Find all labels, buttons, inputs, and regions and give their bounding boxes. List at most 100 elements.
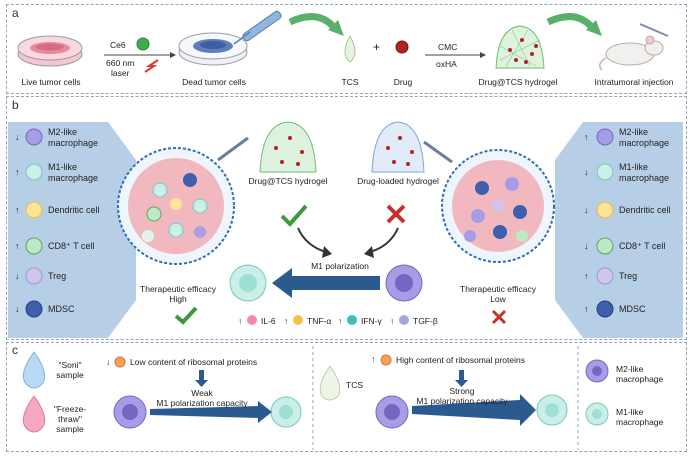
label-strong-line2: M1 polarization capacity [416,396,508,406]
label-intratumoral-injection: Intratumoral injection [594,77,674,87]
left-item-0-line2: macrophage [48,138,99,148]
label-freeze-line3: sample [56,424,84,434]
legend-m2-line1: M2-like [616,364,644,374]
label-efficacy-right-line2: Low [490,294,506,304]
label-efficacy-left-line2: High [169,294,187,304]
m1-macrophage-b [229,264,267,302]
label-drug: Drug [393,77,413,87]
panel-b-graphics [8,121,683,338]
mouse-icon [599,23,669,71]
right-item-3-line1: CD8⁺ T cell [619,241,666,251]
label-soni-line2: sample [56,370,84,380]
tcs-droplet [344,34,356,63]
legend-m2-line2: macrophage [616,374,664,384]
cytokine-arrow-3: ↑ [390,316,395,326]
label-laser-line1: 660 nm [106,58,135,68]
il6-icon [247,315,257,325]
legend-m1-icon [585,402,609,426]
right-tumor-cluster [441,149,555,263]
panel-a-graphics [17,10,669,73]
label-m1-polarization: M1 polarization [311,261,369,271]
right-item-1-line2: macrophage [619,173,670,183]
label-laser-line2: laser [111,68,130,78]
hydrogel-dome [495,25,545,69]
left-item-0-line1: M2-like [48,127,78,137]
tcs-droplet-c [319,365,341,401]
panel-b-letter: b [12,98,19,112]
left-item-4-line1: Treg [48,271,67,281]
label-hydrogel-left: Drug@TCS hydrogel [248,176,328,186]
label-plus: + [373,40,381,54]
syringe-right-icon [423,140,453,164]
label-weak-line2: M1 polarization capacity [156,398,248,408]
left-item-1-line1: M1-like [48,162,78,172]
ribosomal-protein-high-icon [380,354,392,366]
cytokine-arrow-0: ↑ [238,316,243,326]
ifn-gamma-icon [347,315,357,325]
hydrogel-dome-right [371,121,425,173]
live-petri-dish [17,35,83,67]
label-hydrogel-a: Drug@TCS hydrogel [478,77,558,87]
right-item-0-line1: M2-like [619,127,649,137]
weak-polarization-arrow [150,401,272,423]
m1-macrophage-c-right [536,394,568,426]
right-arrow-0: ↑ [584,132,589,142]
m1-macrophage-c-left [270,396,302,428]
hydrogel-dome-left [259,121,317,173]
left-tumor-cluster [117,147,235,265]
right-list-icons [596,128,614,318]
check-icon-top [280,204,308,227]
left-item-5-line1: MDSC [48,304,75,314]
pipette-icon [233,10,282,45]
left-item-2-line1: Dendritic cell [48,205,100,215]
left-item-3-line1: CD8⁺ T cell [48,241,95,251]
label-soni-line1: "Soni" [58,360,82,370]
right-arrow-3: ↓ [584,241,589,251]
m1-polarization-arrow [272,268,380,298]
m2-macrophage-c-left [113,395,147,429]
left-list-icons [25,128,43,318]
laser-bolt-icon [144,59,159,73]
label-live-tumor-cells: Live tumor cells [21,77,81,87]
drug-dot [395,40,409,54]
right-item-5-line1: MDSC [619,304,646,314]
panel-c-letter: c [12,343,18,357]
right-side-panel [555,122,683,338]
label-efficacy-right-line1: Therapeutic efficacy [460,284,536,294]
label-efficacy-left-line1: Therapeutic efficacy [140,284,216,294]
cytokine-label-0: IL-6 [261,316,276,326]
label-oxha: oxHA [436,59,457,69]
cross-icon-efficacy [491,309,507,325]
right-arrow-4: ↑ [584,271,589,281]
right-item-0-line2: macrophage [619,138,670,148]
freeze-thraw-droplet [22,395,46,433]
legend-m1-line2: macrophage [616,417,664,427]
left-arrow-4: ↓ [15,271,20,281]
high-arrow: ↑ [371,354,376,364]
dead-petri-dish [178,32,248,66]
label-tcs-c: TCS [346,380,363,390]
soni-droplet [22,351,46,389]
cytokine-label-2: IFN-γ [361,316,382,326]
cytokine-arrow-2: ↑ [338,316,343,326]
left-arrow-3: ↑ [15,241,20,251]
label-hydrogel-right: Drug-loaded hydrogel [357,176,439,186]
label-freeze-line1: "Freeze- [53,404,87,414]
strong-polarization-arrow [412,394,536,426]
left-arrow-0: ↓ [15,132,20,142]
label-dead-tumor-cells: Dead tumor cells [182,77,246,87]
cytokine-label-3: TGF-β [413,316,438,326]
label-ce6: Ce6 [110,40,126,50]
left-item-1-line2: macrophage [48,173,99,183]
m2-macrophage-b [385,264,423,302]
cytokine-arrow-1: ↑ [284,316,289,326]
panel-a-letter: a [12,6,19,20]
cytokine-label-1: TNF-α [307,316,332,326]
label-freeze-line2: thraw" [58,414,82,424]
label-high-content: High content of ribosomal proteins [396,355,525,365]
right-arrow-1: ↓ [584,167,589,177]
right-item-4-line1: Treg [619,271,638,281]
low-arrow: ↓ [106,357,111,367]
